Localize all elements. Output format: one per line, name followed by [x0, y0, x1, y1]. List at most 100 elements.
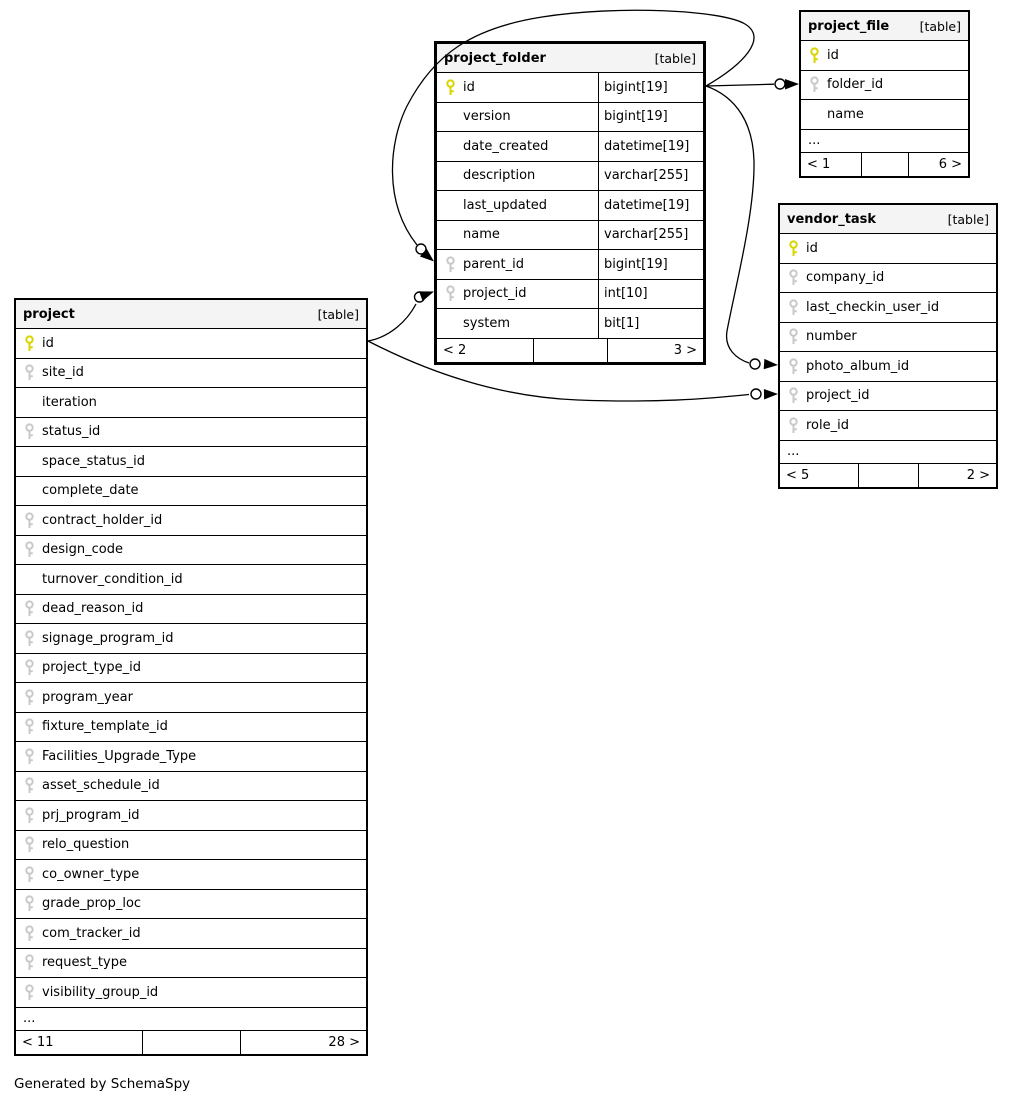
column-name: space_status_id	[42, 453, 145, 469]
key-cell	[16, 807, 42, 824]
relationship-folder-id-to-vendor-photo-album-id	[705, 85, 778, 370]
key-cell	[780, 328, 806, 345]
column-row-signage_program_id: signage_program_id	[16, 623, 366, 653]
foreign-key-icon	[24, 630, 34, 646]
foreign-key-icon	[24, 718, 34, 735]
key-cell	[801, 47, 827, 64]
footer-middle-cell	[861, 152, 908, 176]
footer-prev-count: < 11	[22, 1034, 54, 1050]
column-name: id	[806, 240, 818, 256]
column-row-visibility_group_id: visibility_group_id	[16, 977, 366, 1007]
column-type: bigint[19]	[598, 250, 703, 279]
column-name: role_id	[806, 417, 849, 433]
foreign-key-icon	[24, 836, 34, 853]
footer-prev-count: < 5	[786, 467, 810, 483]
column-row-role_id: role_id	[780, 410, 996, 440]
table-header-vendor_task[interactable]: vendor_task[table]	[780, 205, 996, 233]
column-type: bigint[19]	[598, 73, 703, 102]
column-name: description	[463, 168, 536, 184]
table-header-project_file[interactable]: project_file [table]	[801, 12, 968, 40]
column-name: dead_reason_id	[42, 601, 144, 617]
key-cell	[437, 256, 463, 273]
primary-key-icon	[445, 79, 455, 95]
column-type: varchar[255]	[598, 161, 703, 190]
key-cell	[780, 240, 806, 257]
column-row-company_id: company_id	[780, 262, 996, 293]
column-name: folder_id	[827, 77, 884, 93]
ellipsis-row: ...	[780, 439, 996, 463]
footer-prev-count: < 1	[807, 156, 831, 172]
table-tag: [table]	[947, 211, 989, 227]
key-cell	[437, 285, 463, 302]
key-cell	[780, 358, 806, 375]
column-name: status_id	[42, 424, 101, 440]
column-type: int[10]	[598, 279, 703, 308]
table-name: project_file	[808, 18, 890, 34]
column-row-co_owner_type: co_owner_type	[16, 859, 366, 889]
column-row-status_id: status_id	[16, 416, 366, 447]
column-name: turnover_condition_id	[42, 571, 183, 587]
column-row-program_year: program_year	[16, 682, 366, 712]
column-name: company_id	[806, 270, 885, 286]
column-row-project_id: project_id	[780, 380, 996, 411]
key-cell	[16, 718, 42, 735]
table-tag: [table]	[654, 50, 696, 66]
foreign-key-icon	[24, 512, 34, 528]
table-header-project[interactable]: project[table]	[16, 300, 366, 328]
foreign-key-icon	[24, 895, 34, 912]
column-row-grade_prop_loc: grade_prop_loc	[16, 888, 366, 919]
column-row-id: id	[780, 233, 996, 263]
column-name: site_id	[42, 365, 84, 381]
column-row-fixture_template_id: fixture_template_id	[16, 711, 366, 742]
foreign-key-icon	[24, 689, 34, 705]
relationship-project-id-to-folder-project-id	[367, 291, 434, 342]
column-row-dead_reason_id: dead_reason_id	[16, 593, 366, 624]
column-name: program_year	[42, 689, 133, 705]
table-header-project_folder[interactable]: project_folder[table]	[437, 44, 703, 72]
column-name: fixture_template_id	[42, 719, 168, 735]
key-cell	[780, 387, 806, 404]
column-row-space_status_id: space_status_id	[16, 446, 366, 476]
column-name: signage_program_id	[42, 630, 174, 646]
column-name: project_id	[806, 388, 870, 404]
key-cell	[16, 335, 42, 352]
column-name: Facilities_Upgrade_Type	[42, 748, 197, 764]
primary-key-icon	[24, 335, 34, 351]
column-name: number	[806, 329, 857, 345]
key-cell	[16, 689, 42, 706]
column-name: complete_date	[42, 483, 139, 499]
column-row-com_tracker_id: com_tracker_id	[16, 918, 366, 948]
ellipsis-row: ...	[16, 1006, 366, 1030]
key-cell	[16, 925, 42, 942]
pagination-footer: < 5 2 >	[780, 462, 996, 487]
key-cell	[16, 954, 42, 971]
column-row-site_id: site_id	[16, 357, 366, 388]
column-row-name: name	[801, 99, 968, 129]
foreign-key-icon	[809, 76, 819, 93]
column-name: design_code	[42, 542, 123, 558]
column-row-asset_schedule_id: asset_schedule_id	[16, 770, 366, 801]
table-name: project	[23, 306, 75, 322]
key-cell	[437, 79, 463, 96]
column-name: prj_program_id	[42, 807, 140, 823]
column-row-design_code: design_code	[16, 534, 366, 565]
column-name: name	[463, 227, 500, 243]
key-cell	[16, 364, 42, 381]
foreign-key-icon	[445, 285, 455, 302]
key-cell	[16, 600, 42, 617]
key-cell	[780, 299, 806, 316]
foreign-key-icon	[24, 748, 34, 764]
column-row-id: id	[16, 328, 366, 358]
table-tag: [table]	[919, 18, 961, 34]
footer-next-count: 2 >	[918, 463, 996, 487]
